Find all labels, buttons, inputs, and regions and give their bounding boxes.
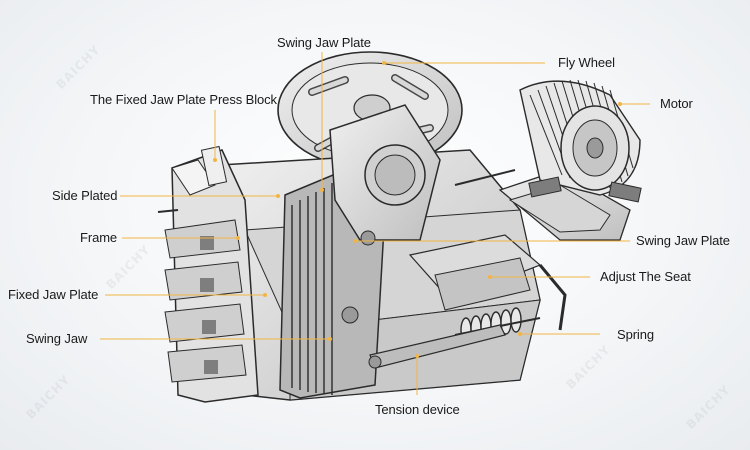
label-adjust-seat: Adjust The Seat [600,269,691,284]
label-press-block: The Fixed Jaw Plate Press Block [90,92,277,107]
label-frame: Frame [80,230,118,245]
label-motor: Motor [660,96,693,111]
label-swing-jaw: Swing Jaw [26,331,88,346]
swing-jaw [279,104,441,399]
label-side-plated: Side Plated [52,188,118,203]
adjust-seat [408,234,567,331]
label-swing-jaw-plate-top: Swing Jaw Plate [277,35,371,50]
leader-lines [100,52,650,395]
label-swing-jaw-plate-right: Swing Jaw Plate [636,233,730,248]
label-fixed-jaw-plate: Fixed Jaw Plate [8,287,99,302]
tension-device [368,324,506,369]
label-fly-wheel: Fly Wheel [558,55,615,70]
motor [454,79,642,241]
label-spring: Spring [617,327,654,342]
label-tension-device: Tension device [375,402,460,417]
